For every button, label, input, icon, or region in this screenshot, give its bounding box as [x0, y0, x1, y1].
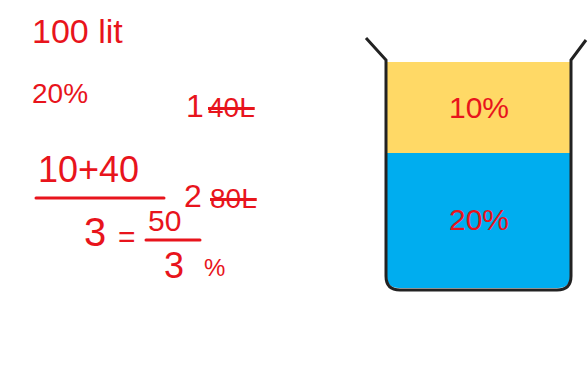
- handwritten-note: 3: [84, 212, 106, 252]
- handwritten-note: 100 lit: [32, 14, 123, 48]
- fraction-bar: [36, 197, 164, 200]
- beaker-outline: [366, 38, 586, 290]
- yellow-layer: [387, 62, 570, 154]
- handwritten-note: 10+40: [38, 152, 139, 188]
- band-label: 20%: [449, 205, 509, 235]
- handwritten-note: 3: [164, 248, 184, 284]
- handwritten-note: 40L: [208, 94, 255, 122]
- band-label: 10%: [449, 93, 509, 123]
- fraction-bar: [146, 239, 200, 242]
- handwritten-note: 20%: [32, 80, 88, 108]
- blue-layer: [387, 153, 570, 288]
- handwritten-note: %: [204, 256, 225, 280]
- layer-band: 20%: [388, 153, 570, 287]
- handwritten-note: 80L: [210, 185, 257, 213]
- handwritten-note: 50: [148, 206, 181, 236]
- handwritten-note: =: [118, 222, 136, 252]
- handwritten-note: 2: [184, 180, 202, 212]
- handwritten-note: 1: [186, 90, 204, 122]
- layer-band: 10%: [388, 62, 570, 153]
